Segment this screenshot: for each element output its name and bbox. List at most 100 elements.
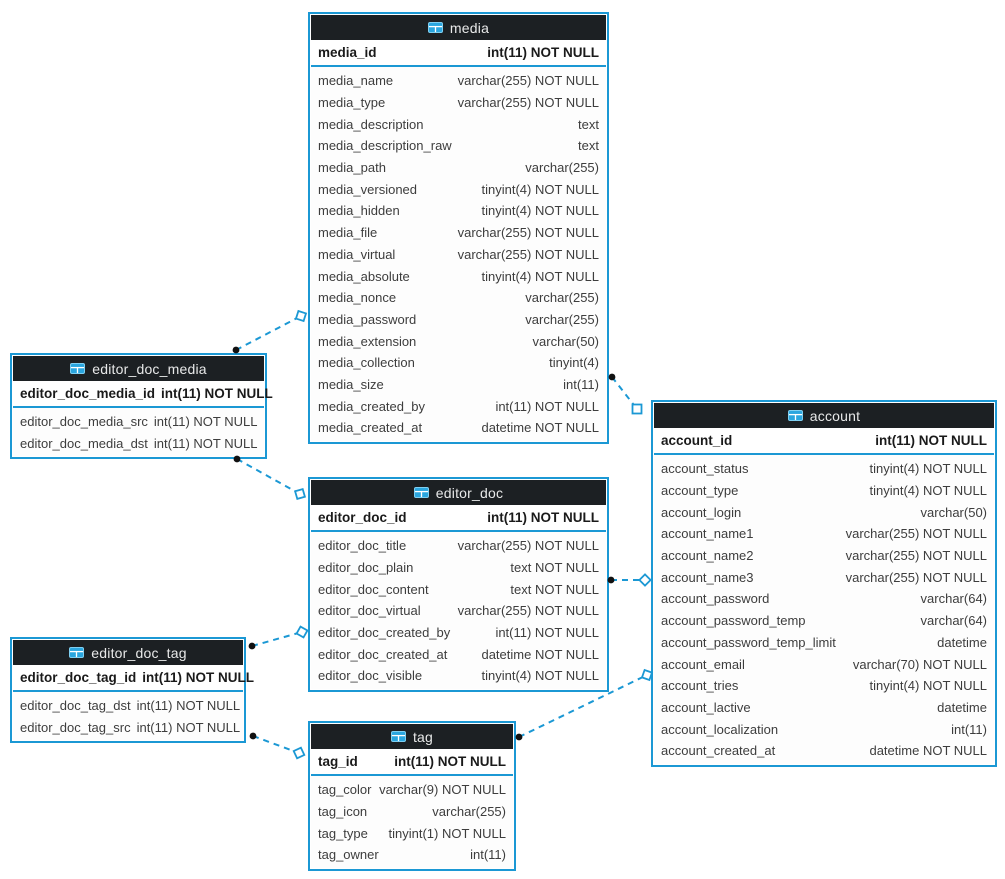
table-icon [427, 22, 443, 33]
column-name: media_description_raw [318, 138, 452, 154]
table-header[interactable]: editor_doc_media [13, 356, 264, 381]
table-header[interactable]: editor_doc_tag [13, 640, 243, 665]
column-name: account_lactive [661, 699, 751, 715]
column-type: varchar(255) NOT NULL [457, 225, 599, 241]
relationship-editor_doc-account[interactable] [607, 573, 652, 587]
column-name: account_password [661, 591, 770, 607]
column-name: media_created_at [318, 420, 423, 436]
relationship-editor_doc_tag-tag[interactable] [249, 732, 306, 760]
table-title: tag [412, 728, 434, 745]
column-type: int(11) NOT NULL [153, 436, 258, 452]
table-icon [69, 647, 85, 658]
column-type: datetime NOT NULL [869, 743, 987, 759]
column-type: varchar(50) [920, 504, 987, 520]
column-type: varchar(255) NOT NULL [457, 603, 599, 619]
relationship-endpoint-square [631, 403, 643, 415]
relationship-media-account[interactable] [608, 373, 643, 415]
column-type: varchar(255) [432, 804, 506, 820]
table-header[interactable]: account [654, 403, 994, 428]
column-name: editor_doc_title [318, 538, 407, 554]
column-name: editor_doc_media_dst [20, 436, 148, 452]
column-type: datetime [937, 634, 987, 650]
column-type: varchar(255) NOT NULL [457, 538, 599, 554]
column-type: text NOT NULL [510, 560, 599, 576]
column-type: int(11) NOT NULL [161, 386, 273, 401]
column-name: account_status [661, 461, 749, 477]
relationship-editor_doc_media-editor_doc[interactable] [233, 455, 307, 501]
column-name: media_hidden [318, 203, 400, 219]
column-type: varchar(255) NOT NULL [845, 548, 987, 564]
relationship-endpoint-dot [515, 733, 523, 741]
column-type: int(11) NOT NULL [153, 414, 258, 430]
column-name: editor_doc_created_by [318, 625, 451, 641]
column-name: tag_color [318, 782, 372, 798]
relationship-editor_doc_tag-editor_doc[interactable] [248, 625, 309, 650]
column-name: media_versioned [318, 181, 418, 197]
column-name: media_size [318, 376, 384, 392]
columns-list: media_name varchar(255) NOT NULL media_typ… [311, 67, 606, 441]
column-name: account_password_temp [661, 613, 806, 629]
column-type: int(11) NOT NULL [495, 625, 599, 641]
column-type: tinyint(4) NOT NULL [869, 483, 987, 499]
column-type: int(11) NOT NULL [394, 754, 506, 769]
column-name: editor_doc_visible [318, 668, 423, 684]
column-type: varchar(255) NOT NULL [457, 73, 599, 89]
relationship-editor_doc_media-media[interactable] [232, 309, 308, 354]
column-type: int(11) NOT NULL [142, 670, 255, 685]
column-type: int(11) [470, 847, 506, 863]
column-type: datetime NOT NULL [481, 420, 599, 436]
column-type: varchar(70) NOT NULL [852, 656, 987, 672]
column-type: datetime NOT NULL [481, 646, 599, 662]
table-header[interactable]: tag [311, 724, 513, 749]
column-name: media_created_by [318, 398, 425, 414]
column-name: media_name [318, 73, 394, 89]
column-row: media_file varchar(255) NOT NULL [311, 222, 606, 244]
column-type: int(11) NOT NULL [136, 698, 241, 714]
relationship-endpoint-diamond [295, 625, 309, 639]
column-name: account_password_temp_limit [661, 634, 836, 650]
table-header[interactable]: editor_doc [311, 480, 606, 505]
column-type: tinyint(4) NOT NULL [481, 668, 599, 684]
column-type: varchar(9) NOT NULL [379, 782, 506, 798]
column-name: media_virtual [318, 246, 396, 262]
column-type: tinyint(4) NOT NULL [481, 203, 599, 219]
table-header[interactable]: media [311, 15, 606, 40]
column-name: media_file [318, 225, 378, 241]
column-name: media_id [318, 45, 377, 60]
relationship-line [251, 631, 303, 647]
column-row: tag_color varchar(9) NOT NULL [311, 779, 513, 801]
column-type: tinyint(4) [549, 355, 599, 371]
column-type: int(11) NOT NULL [487, 510, 599, 525]
